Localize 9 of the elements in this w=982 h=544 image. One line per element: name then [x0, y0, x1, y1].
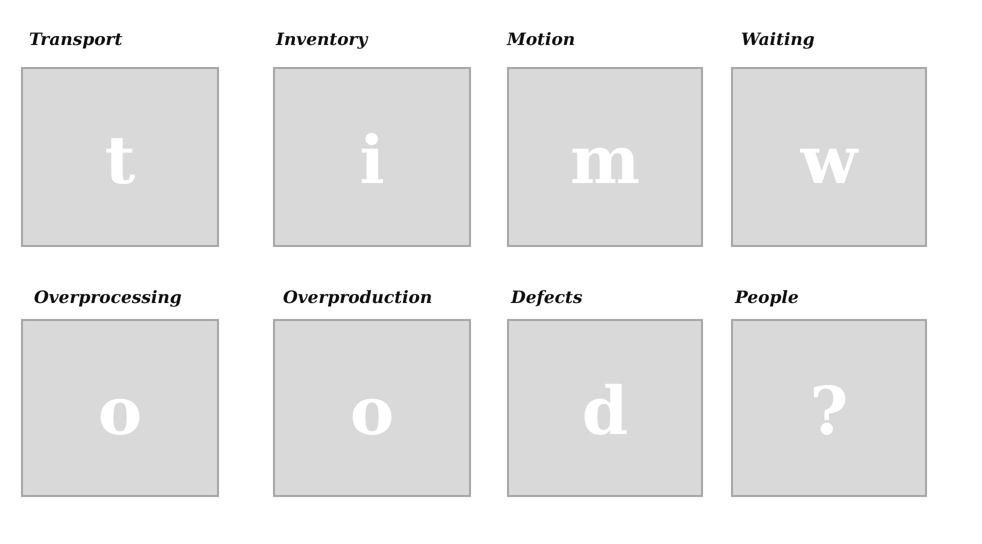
tile-heading: Motion	[507, 30, 576, 50]
tile-heading: People	[735, 288, 799, 308]
tile-heading: Overprocessing	[34, 288, 182, 308]
tile-letter: ?	[810, 378, 848, 444]
tile-heading: Overproduction	[283, 288, 432, 308]
tile-heading: Transport	[29, 30, 122, 50]
tile-heading: Waiting	[741, 30, 815, 50]
tile-heading: Inventory	[276, 30, 368, 50]
tile-heading: Defects	[511, 288, 582, 308]
